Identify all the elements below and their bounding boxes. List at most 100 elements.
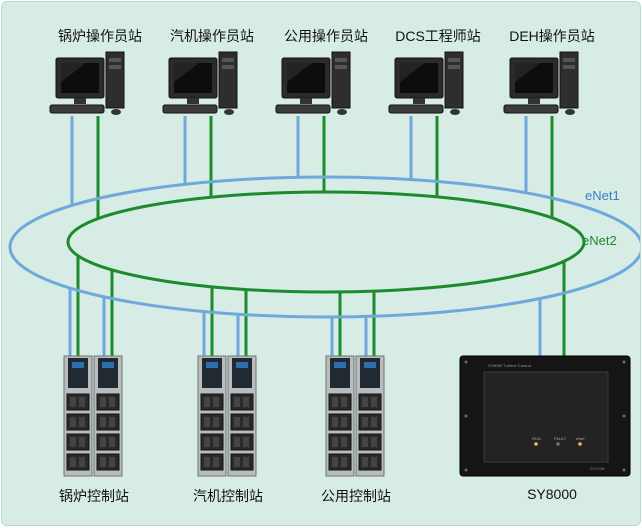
network-port [206,362,218,368]
terminal-block [341,457,347,467]
terminal-block [362,457,368,467]
boiler-op-computer [49,51,125,115]
terminal-block [371,417,377,427]
common-ctl-cabinet [325,355,385,477]
panel-screw [464,360,468,364]
terminal-block [332,397,338,407]
boiler-ctl-cabinet [63,355,123,477]
workstation-label-dcs-engineer: DCS工程师站 [395,28,481,44]
mouse [224,109,234,115]
terminal-block [332,437,338,447]
terminal-block [70,397,76,407]
keyboard [162,104,218,114]
tower-drive [448,65,460,69]
workstation-label-deh: DEH操作员站 [509,28,595,44]
panel-screw [464,468,468,472]
terminal-block [234,457,240,467]
terminal-block [204,437,210,447]
terminal-block [79,397,85,407]
control-label-turbine: 汽机控制站 [193,488,263,504]
terminal-block [341,417,347,427]
indicator-led [578,442,582,446]
monitor-stand [300,98,312,104]
network-port [102,362,114,368]
enet2-ring [66,190,586,294]
mouse [337,109,347,115]
common-op-computer [275,51,351,115]
panel-screw [622,468,626,472]
terminal-block [213,437,219,447]
tower-drive [563,58,575,62]
terminal-block [371,397,377,407]
terminal-block [341,397,347,407]
terminal-block [204,397,210,407]
terminal-block [332,457,338,467]
terminal-block [100,457,106,467]
terminal-block [371,457,377,467]
terminal-block [70,457,76,467]
terminal-block [70,417,76,427]
terminal-block [204,417,210,427]
network-port [236,362,248,368]
terminal-block [109,457,115,467]
terminal-block [204,457,210,467]
terminal-block [100,437,106,447]
terminal-block [234,417,240,427]
turbine-op-computer [162,51,238,115]
network-port [72,362,84,368]
panel-screw [622,360,626,364]
terminal-block [243,397,249,407]
keyboard [388,104,444,114]
workstation-label-turbine: 汽机操作员站 [170,28,254,44]
screen-glare [287,63,312,82]
terminal-block [100,417,106,427]
dcs-eng-computer [388,51,464,115]
terminal-block [100,397,106,407]
tower-drive [109,58,121,62]
terminal-block [109,437,115,447]
terminal-block [213,417,219,427]
tower-drive [109,65,121,69]
terminal-block [362,397,368,407]
enet1-label: eNet1 [585,188,620,203]
indicator-label: eNet [576,436,585,441]
screen-glare [61,63,86,82]
control-label-boiler: 锅炉控制站 [59,488,129,504]
terminal-block [234,437,240,447]
panel-screw [464,414,468,418]
indicator-label: FAULT [554,436,567,441]
turbine-ctl-cabinet [197,355,257,477]
tower-drive [335,65,347,69]
panel-title: SY8000 Turbine Control [488,363,531,368]
sy8000-label: SY8000 [527,486,577,502]
workstation-label-boiler: 锅炉操作员站 [58,28,142,44]
monitor-stand [413,98,425,104]
tower-drive [448,58,460,62]
control-label-common: 公用控制站 [321,488,391,504]
mouse [450,109,460,115]
monitor-stand [187,98,199,104]
tower-drive [335,58,347,62]
screen-glare [515,63,540,82]
terminal-block [371,437,377,447]
indicator-led [556,442,560,446]
terminal-block [362,437,368,447]
keyboard [49,104,105,114]
terminal-block [243,437,249,447]
terminal-block [341,437,347,447]
terminal-block [243,417,249,427]
indicator-led [534,442,538,446]
terminal-block [213,397,219,407]
network-port [334,362,346,368]
monitor-stand [528,98,540,104]
terminal-block [213,457,219,467]
enet1-ring [8,175,640,319]
tower-drive [563,65,575,69]
terminal-block [79,417,85,427]
panel-screw [622,414,626,418]
screen-glare [400,63,425,82]
mouse [565,109,575,115]
